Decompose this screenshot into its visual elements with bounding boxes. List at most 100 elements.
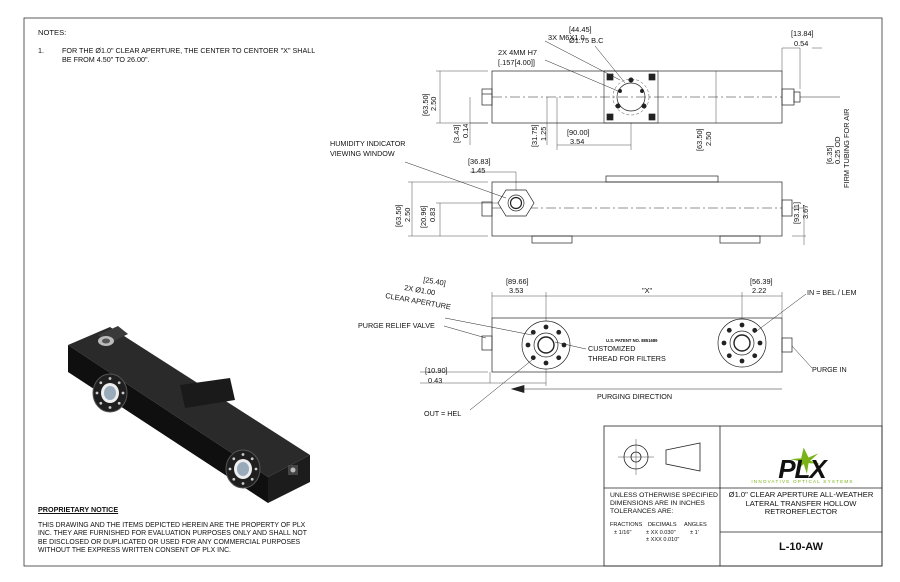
front-left-imperial: 3.53 [509,286,524,295]
custom-label-1: CUSTOMIZED [588,344,636,353]
window-imperial: 1.45 [471,166,486,175]
plx-logo [790,447,820,474]
bottom-imperial: 0.43 [428,376,443,385]
fractions-label: FRACTIONS [610,522,643,528]
flange-bolt [561,342,567,348]
top-center-imperial: 1.25 [539,126,548,141]
top-center-metric: [31.75] [530,124,539,147]
part-description: Ø1.0" CLEAR APERTURE ALL-WEATHER LATERAL… [728,490,874,517]
angles-label: ANGLES [684,522,707,528]
iso-flange-bolt [117,401,121,405]
flange-bolt [556,329,562,335]
decimals-xxx: ± XXX 0.010" [646,537,680,543]
bc-metric: [44.45] [569,25,592,34]
iso-flange-bolt [232,457,236,461]
fractions-value: ± 1/16" [614,530,632,536]
top-right-height-metric: [63.50] [695,128,704,151]
iso-flange-bolt [254,467,258,471]
logo-star [790,447,820,474]
x-label: "X" [642,286,653,295]
part-number: L-10-AW [779,541,823,553]
flange-bolt [757,340,763,346]
pin-label: 2X 4MM H7 [498,48,538,57]
proprietary-title: PROPRIETARY NOTICE [38,505,119,514]
patent-label: U.S. PATENT NO. 8851689 [606,338,658,343]
iso-flange-bolt [95,391,99,395]
top-offset-metric: [3.43] [452,124,461,144]
screw-label: 3X M6X1.0 [548,33,585,42]
tolerance-line-2: DIMENSIONS ARE IN INCHES [610,500,705,507]
logo-text: PLX [778,454,827,484]
side-view [404,161,806,245]
flange-bolt [726,327,732,333]
top-offset-imperial: 0.14 [461,123,470,138]
iso-flange-bolt [241,482,245,485]
front-right-imperial: 2.22 [752,286,767,295]
flange-bolt [525,342,531,348]
purging-direction-label: PURGING DIRECTION [597,392,673,401]
top-length-imperial: 3.54 [570,137,585,146]
side-right-metric: [93.11] [792,201,801,224]
tolerance-line-1: UNLESS OTHERWISE SPECIFIED [610,492,718,499]
note-number: 1. [38,46,44,55]
iso-flange-bolt [108,406,112,409]
window-metric: [36.83] [468,157,491,166]
front-right-metric: [56.39] [750,277,773,286]
iso-flange-bolt [117,381,121,385]
flange-bolt [556,355,562,361]
iso-flange-bolt [228,467,232,471]
note-text: FOR THE Ø1.0" CLEAR APERTURE, THE CENTER… [62,46,316,64]
iso-flange-bolt [108,377,112,380]
flange-bolt [543,324,549,330]
tubing-label-3: FIRM TUBING FOR AIR [842,108,851,188]
side-height-metric: [63.50] [394,204,403,227]
humidity-label-2: VIEWING WINDOW [330,149,395,158]
iso-flange-bolt [241,453,245,456]
title-block [603,425,883,567]
top-height-imperial: 2.50 [429,96,438,111]
iso-flange-bolt [99,401,103,405]
top-length-metric: [90.00] [567,128,590,137]
top-right-height-imperial: 2.50 [704,131,713,146]
side-height-imperial: 2.50 [403,207,412,222]
purge-relief-label: PURGE RELIEF VALVE [358,321,435,330]
tubing-label-2: 0.25 OD [833,136,842,164]
iso-flange-bolt [121,391,125,395]
sheet-border [23,17,883,567]
flange-bolt [543,360,549,366]
flange-bolt [752,327,758,333]
fitting-metric: [13.84] [791,29,814,38]
fitting-imperial: 0.54 [794,39,809,48]
front-left-metric: [89.66] [506,277,529,286]
iso-flange-bolt [250,457,254,461]
in-label: IN = BEL / LEM [807,288,857,297]
side-right-imperial: 3.67 [801,204,810,219]
flange-bolt [530,355,536,361]
iso-flange-bolt [99,381,103,385]
front-flange-bolts [525,322,763,366]
top-view [436,40,840,150]
iso-flange-bolt [250,477,254,481]
bc-imperial: Ø1.75 B.C [569,36,604,45]
decimals-xx: ± XX 0.030" [646,530,676,536]
isometric-flange-bolts [95,377,258,485]
flange-bolt [721,340,727,346]
humidity-label-1: HUMIDITY INDICATOR [330,139,406,148]
flange-bolt [726,353,732,359]
proprietary-text: THIS DRAWING AND THE ITEMS DEPICTED HERE… [38,522,307,555]
isometric-view [68,326,310,503]
angles-value: ± 1' [690,530,699,536]
iso-flange-bolt [232,477,236,481]
logo-subtitle: INNOVATIVE OPTICAL SYSTEMS [751,479,854,484]
flange-bolt [752,353,758,359]
notes-title: NOTES: [38,28,67,37]
tolerance-line-3: TOLERANCES ARE: [610,508,674,515]
front-view [420,292,813,411]
custom-label-2: THREAD FOR FILTERS [588,354,666,363]
window-h-imperial: 0.83 [428,207,437,222]
bottom-metric: [10.90] [425,366,448,375]
out-label: OUT = HEL [424,409,462,418]
flange-bolt [739,358,745,364]
flange-bolt [530,329,536,335]
